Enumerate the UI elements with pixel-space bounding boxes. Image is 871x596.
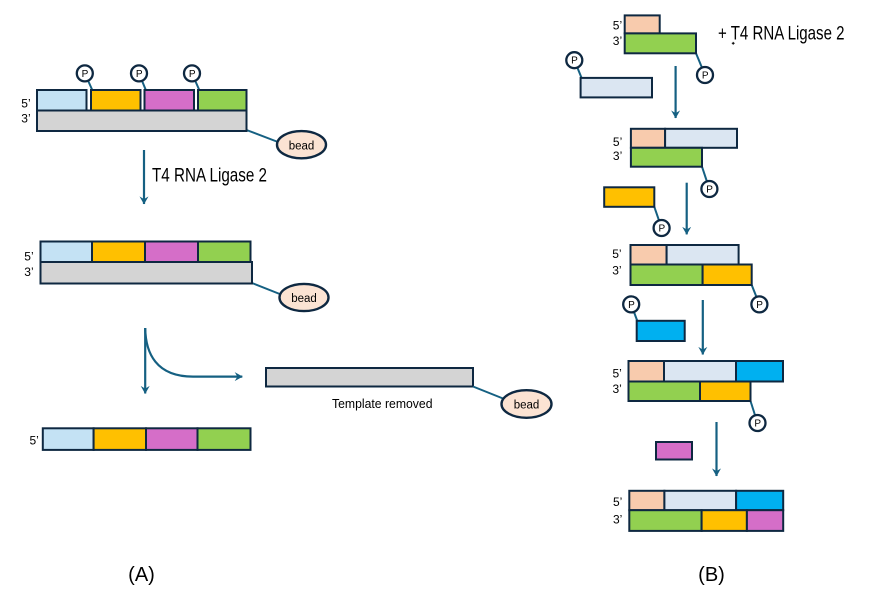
svg-text:Template removed: Template removed: [332, 397, 433, 411]
svg-text:5’: 5’: [30, 434, 39, 448]
svg-text:P: P: [702, 70, 709, 81]
svg-text:bead: bead: [514, 400, 540, 412]
svg-text:3’: 3’: [612, 263, 621, 277]
svg-text:5’: 5’: [612, 247, 621, 261]
svg-text:bead: bead: [291, 293, 317, 305]
svg-text:P: P: [706, 184, 713, 195]
svg-text:(A): (A): [128, 564, 155, 586]
svg-text:5’: 5’: [613, 135, 622, 149]
svg-text:P: P: [571, 56, 578, 67]
svg-text:5’: 5’: [613, 19, 622, 33]
svg-text:3’: 3’: [613, 382, 622, 396]
svg-text:P: P: [756, 300, 763, 311]
svg-text:5’: 5’: [21, 97, 30, 111]
svg-text:P: P: [82, 69, 89, 80]
svg-text:bead: bead: [289, 140, 315, 152]
svg-text:3’: 3’: [613, 34, 622, 48]
svg-text:5’: 5’: [24, 250, 33, 264]
svg-text:+ T4 RNA Ligase 2: + T4 RNA Ligase 2: [718, 23, 845, 45]
svg-text:5’: 5’: [613, 367, 622, 381]
svg-text:T4 RNA Ligase 2: T4 RNA Ligase 2: [152, 165, 267, 187]
svg-text:3’: 3’: [613, 149, 622, 163]
svg-text:5’: 5’: [613, 495, 622, 509]
svg-text:P: P: [136, 69, 143, 80]
svg-text:3’: 3’: [21, 112, 30, 126]
svg-text:P: P: [189, 69, 196, 80]
svg-text:(B): (B): [698, 564, 725, 586]
svg-text:P: P: [658, 223, 665, 234]
svg-text:P: P: [754, 418, 761, 429]
svg-text:3’: 3’: [24, 265, 33, 279]
svg-text:3’: 3’: [613, 513, 622, 527]
svg-text:P: P: [628, 300, 635, 311]
